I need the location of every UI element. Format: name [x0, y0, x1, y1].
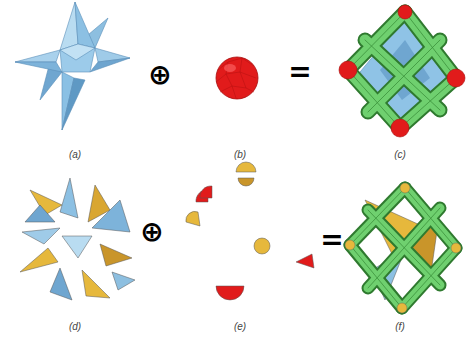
subfigure-label: (b): [234, 150, 246, 160]
subfigure-label: (d): [69, 322, 81, 332]
decomposed-sum: [345, 183, 461, 313]
operator-symbol: ⊕: [148, 61, 171, 89]
operator-symbol: =: [288, 58, 311, 86]
subfigure-label: (c): [394, 150, 406, 160]
subfigure-label: (f): [395, 322, 404, 332]
star-polyhedron: [15, 2, 130, 130]
operator-symbol: ⊕: [140, 218, 163, 246]
subfigure-label: (e): [234, 322, 246, 332]
subfigure-label: (a): [69, 150, 81, 160]
decomposed-pieces: [20, 178, 135, 300]
minkowski-sum: [339, 5, 465, 137]
sphere: [216, 57, 258, 99]
sphere-pieces: [186, 162, 314, 300]
operator-symbol: =: [320, 226, 343, 254]
